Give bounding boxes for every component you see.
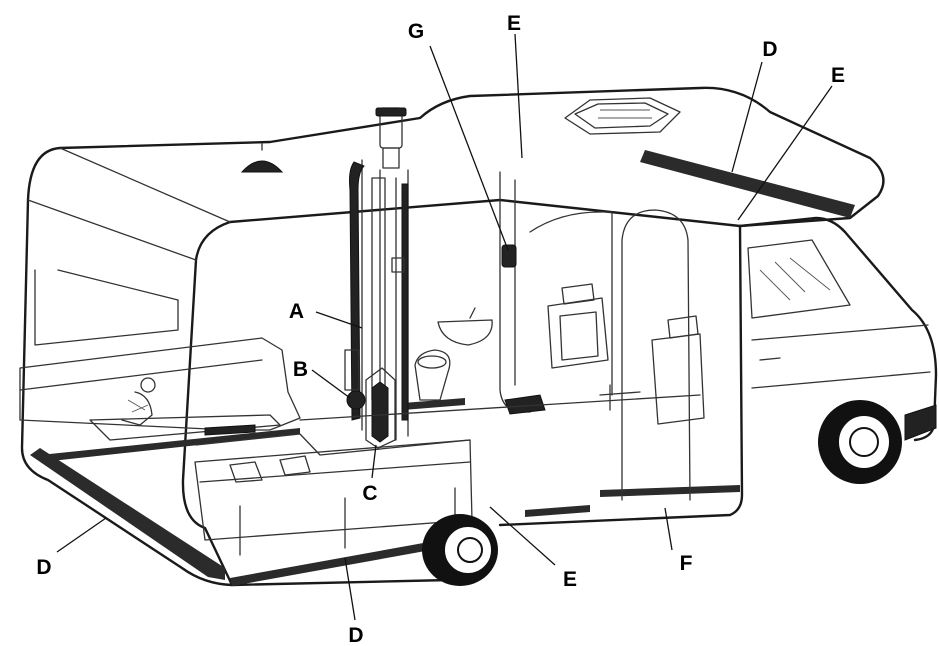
callout-labels: A B C D D D E E E F G bbox=[36, 12, 845, 646]
callout-f: F bbox=[680, 552, 693, 575]
callout-e-top: E bbox=[507, 12, 521, 35]
cab-door-frame bbox=[621, 209, 691, 501]
front-wheel bbox=[818, 400, 902, 484]
cab-seat-driver bbox=[547, 283, 641, 411]
toilet bbox=[414, 349, 451, 401]
callout-d-lower-left: D bbox=[36, 556, 51, 579]
callout-e-bottom: E bbox=[563, 568, 577, 591]
rail-strips bbox=[30, 150, 855, 586]
wash-basin bbox=[437, 307, 493, 346]
leader-lines bbox=[56, 33, 833, 621]
shower-column bbox=[349, 159, 409, 441]
callout-g: G bbox=[408, 20, 424, 43]
seated-figure bbox=[121, 377, 156, 426]
ceiling-lamp bbox=[240, 143, 284, 173]
water-tank bbox=[365, 367, 396, 449]
rear-body-outline bbox=[20, 86, 885, 587]
bathroom-partition bbox=[499, 171, 613, 415]
roof-vent-hatch bbox=[564, 97, 681, 135]
pump-unit bbox=[344, 349, 366, 410]
callout-e-right: E bbox=[831, 64, 845, 87]
callout-d-top-right: D bbox=[762, 38, 777, 61]
callout-d-bottom: D bbox=[348, 624, 363, 646]
roof-flue bbox=[375, 107, 407, 169]
callout-b: B bbox=[293, 358, 308, 381]
rear-wheel bbox=[422, 514, 498, 586]
cab-seat-passenger bbox=[651, 315, 705, 425]
floor-line bbox=[299, 394, 701, 421]
callout-a: A bbox=[289, 300, 304, 323]
cab-body-outline bbox=[498, 216, 938, 527]
rear-seating bbox=[19, 269, 301, 441]
callout-c: C bbox=[362, 482, 377, 505]
